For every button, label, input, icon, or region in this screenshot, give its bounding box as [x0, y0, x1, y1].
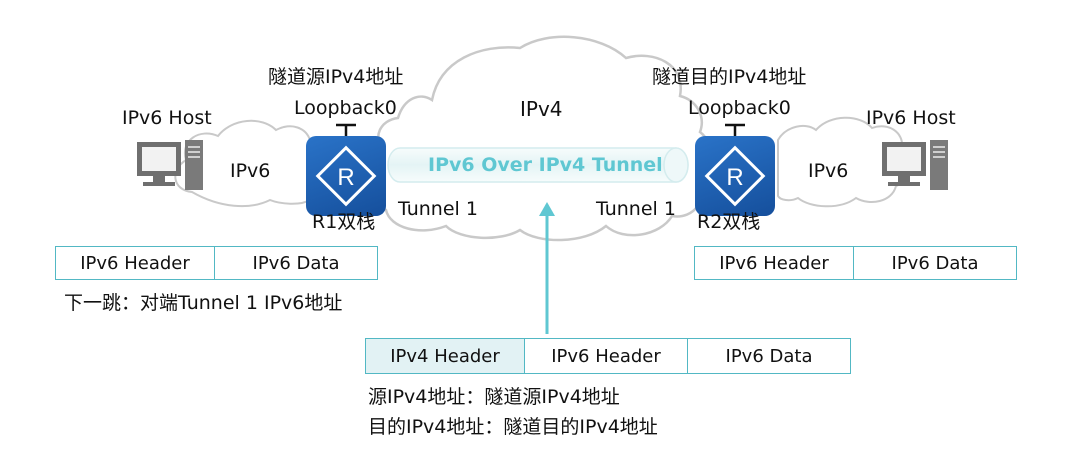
right-cloud-label: IPv6	[808, 160, 849, 182]
packet-right-ipv6-data: IPv6 Data	[891, 252, 979, 274]
source-address-note: 源IPv4地址：隧道源IPv4地址	[368, 386, 620, 408]
router-r1-symbol: R	[337, 164, 354, 191]
packet-center-ipv4-header: IPv4 Header	[366, 339, 525, 373]
router-r2-icon: R	[695, 136, 775, 216]
loopback-stem-left	[336, 123, 356, 136]
packet-left-ipv6-header: IPv6 Header	[56, 247, 215, 279]
packet-center-ipv6-header: IPv6 Header	[525, 339, 688, 373]
center-cloud-label: IPv4	[520, 97, 563, 121]
router-r2-symbol: R	[726, 164, 743, 191]
tunnel-interface-right-label: Tunnel 1	[596, 198, 676, 220]
packet-right-ipv6-header: IPv6 Header	[695, 247, 854, 279]
tunnel-interface-left-label: Tunnel 1	[398, 198, 478, 220]
tunnel-source-ipv4-label: 隧道源IPv4地址	[268, 66, 404, 88]
right-host-label: IPv6 Host	[866, 107, 956, 129]
router-r2-label: R2双栈	[697, 211, 761, 233]
left-host-label: IPv6 Host	[122, 107, 212, 129]
router-r1-icon: R	[306, 136, 386, 216]
tunnel-destination-ipv4-label: 隧道目的IPv4地址	[652, 66, 807, 88]
left-host-computer-icon	[135, 138, 205, 194]
router-r1-label: R1双栈	[312, 211, 376, 233]
tunnel-name-label: IPv6 Over IPv4 Tunnel	[428, 154, 663, 176]
tunnel-tube	[387, 147, 689, 183]
packet-right: IPv6 Header IPv6 Data	[694, 246, 1017, 280]
right-host-computer-icon	[880, 138, 950, 194]
packet-left: IPv6 Header IPv6 Data	[55, 246, 378, 280]
packet-center-ipv6-data: IPv6 Data	[725, 345, 813, 367]
arrow-up-icon	[539, 202, 555, 334]
left-cloud-label: IPv6	[230, 160, 271, 182]
packet-center: IPv4 Header IPv6 Header IPv6 Data	[365, 338, 851, 374]
loopback-left-label: Loopback0	[294, 97, 397, 119]
packet-left-ipv6-data: IPv6 Data	[252, 252, 340, 274]
destination-address-note: 目的IPv4地址：隧道目的IPv4地址	[368, 416, 658, 438]
loopback-right-label: Loopback0	[688, 97, 791, 119]
next-hop-note: 下一跳：对端Tunnel 1 IPv6地址	[64, 292, 343, 314]
loopback-stem-right	[725, 123, 745, 136]
